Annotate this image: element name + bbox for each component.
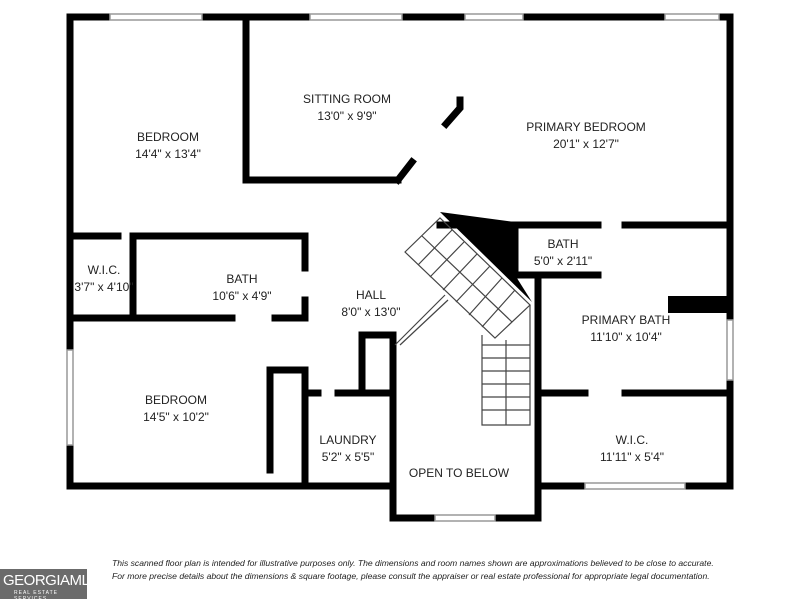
room-laundry: LAUNDRY 5'2" x 5'5" xyxy=(319,432,376,466)
room-bedroom-2: BEDROOM 14'5" x 10'2" xyxy=(143,392,209,426)
room-hall: HALL 8'0" x 13'0" xyxy=(341,287,400,321)
georgia-mls-logo: GEORGIAMLS REAL ESTATE SERVICES xyxy=(0,569,99,602)
room-dims: 3'7" x 4'10" xyxy=(74,280,134,294)
room-bath-2: BATH 5'0" x 2'11" xyxy=(534,236,592,270)
wall-block xyxy=(668,296,730,313)
disclaimer-line-1: This scanned floor plan is intended for … xyxy=(112,558,714,568)
room-dims: 10'6" x 4'9" xyxy=(212,289,272,303)
room-primary-bath: PRIMARY BATH 11'10" x 10'4" xyxy=(582,312,671,346)
room-dims: 14'4" x 13'4" xyxy=(135,147,201,161)
primary-bath-wall xyxy=(534,276,734,490)
windows xyxy=(66,13,734,522)
room-bedroom-1: BEDROOM 14'4" x 13'4" xyxy=(135,129,201,163)
room-name: OPEN TO BELOW xyxy=(408,466,510,480)
sitting-room-wall-end xyxy=(393,96,464,185)
room-name: PRIMARY BATH xyxy=(581,313,671,327)
sitting-room-wall xyxy=(242,13,402,184)
room-name: HALL xyxy=(355,288,387,302)
room-name: BATH xyxy=(226,272,258,286)
logo-text: GEORGIAMLS xyxy=(3,572,99,589)
room-name: BATH xyxy=(547,237,579,251)
logo-subtext: REAL ESTATE SERVICES xyxy=(14,590,58,602)
room-primary-bedroom: PRIMARY BEDROOM 20'1" x 12'7" xyxy=(526,119,646,153)
room-name: PRIMARY BEDROOM xyxy=(526,120,646,134)
stairs xyxy=(394,217,531,426)
room-name: BEDROOM xyxy=(144,393,207,407)
room-name: SITTING ROOM xyxy=(303,92,391,106)
room-dims: 11'10" x 10'4" xyxy=(590,330,662,344)
room-wic-1: W.I.C. 3'7" x 4'10" xyxy=(74,262,133,296)
room-dims: 8'0" x 13'0" xyxy=(341,305,401,319)
room-dims: 5'2" x 5'5" xyxy=(321,450,375,464)
room-bath-1: BATH 10'6" x 4'9" xyxy=(212,271,271,305)
room-sitting-room: SITTING ROOM 13'0" x 9'9" xyxy=(303,91,391,125)
outer-wall xyxy=(66,13,734,522)
room-dims: 5'0" x 2'11" xyxy=(533,254,593,268)
closet-wall xyxy=(266,366,309,490)
disclaimer-line-2: For more precise details about the dimen… xyxy=(112,571,710,581)
room-name: BEDROOM xyxy=(136,130,199,144)
bedroom-bottom-wall xyxy=(66,232,309,272)
room-wic-2: W.I.C. 11'11" x 5'4" xyxy=(600,432,664,466)
stair-void xyxy=(440,212,532,302)
open-below-left-wall xyxy=(358,331,397,490)
bath-bottom-wall xyxy=(66,296,309,322)
room-open-to-below: OPEN TO BELOW xyxy=(409,465,509,482)
room-dims: 14'5" x 10'2" xyxy=(143,410,209,424)
room-dims: 20'1" x 12'7" xyxy=(553,137,619,151)
room-dims: 11'11" x 5'4" xyxy=(599,450,665,464)
room-dims: 13'0" x 9'9" xyxy=(317,109,377,123)
walls xyxy=(66,13,734,522)
disclaimer: This scanned floor plan is intended for … xyxy=(112,557,714,583)
room-name: W.I.C. xyxy=(615,433,649,447)
room-name: W.I.C. xyxy=(87,263,121,277)
room-name: LAUNDRY xyxy=(319,433,377,447)
